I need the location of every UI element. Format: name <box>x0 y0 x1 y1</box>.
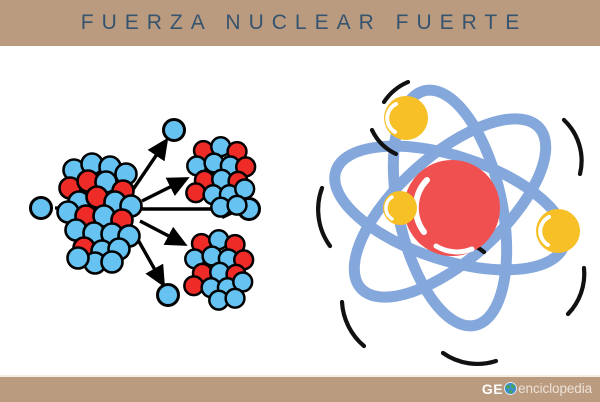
arrow-to-daughter-top <box>141 177 190 203</box>
parent-nucleus <box>56 152 143 275</box>
nuclear-fission-diagram <box>0 46 300 375</box>
emitted-neutron-top <box>162 118 186 142</box>
emitted-neutron-bottom <box>156 283 180 307</box>
accent-arc-5 <box>440 350 499 367</box>
nucleus-core <box>404 160 500 256</box>
accent-arc-6 <box>565 265 587 317</box>
globe-icon <box>504 382 517 395</box>
accent-arc-3 <box>316 185 333 249</box>
geoenciclopedia-logo[interactable]: GE enciclopedia <box>482 377 592 400</box>
nucleus-highlight-lower <box>433 243 475 255</box>
accent-arc-2 <box>369 127 399 157</box>
arrow-to-daughter-bottom <box>139 219 188 246</box>
motion-accent-arcs <box>316 79 587 367</box>
footer-band: GE enciclopedia <box>0 375 600 402</box>
nucleus <box>404 160 500 256</box>
accent-arc-1 <box>381 79 411 105</box>
logo-text-ge: GE <box>481 380 504 397</box>
daughter-nucleus-top <box>185 136 257 218</box>
logo-text-enciclopedia: enciclopedia <box>518 380 592 396</box>
header-band: FUERZA NUCLEAR FUERTE <box>0 0 600 46</box>
accent-arc-7 <box>561 117 584 177</box>
electron-right <box>536 209 580 253</box>
electron-top <box>384 96 428 140</box>
orbit-3 <box>348 113 552 303</box>
electron-center-left <box>383 191 417 225</box>
daughter-nucleus-bottom <box>183 229 255 311</box>
arrow-to-neutron-top <box>130 137 169 192</box>
incoming-neutron <box>29 196 53 220</box>
atom-diagram <box>300 46 600 375</box>
electrons <box>383 96 580 253</box>
accent-arc-4 <box>339 299 367 349</box>
page-title: FUERZA NUCLEAR FUERTE <box>80 11 528 34</box>
illustration-canvas <box>0 46 600 375</box>
